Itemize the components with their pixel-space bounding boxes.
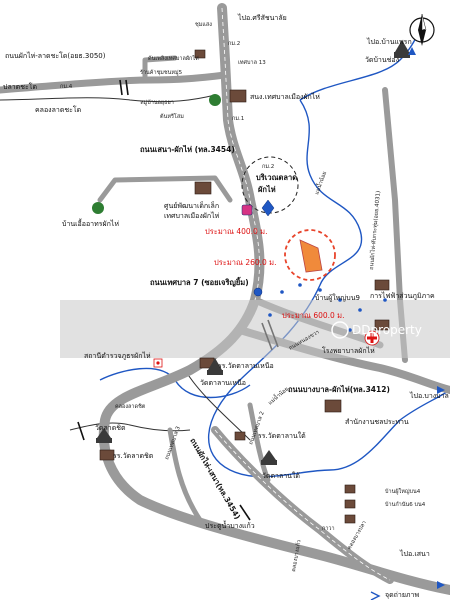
label-wat-lan: วัดตาลานเหนือ [200, 379, 246, 387]
label-thanon-sena: ถนนเสนา-ผักไห่ (ทล.3454) [140, 144, 235, 154]
label-shop-5: ร้านค้าชุมชนหมู่5 [140, 69, 183, 76]
label-thanon-tessaban-7: ถนนเทศบาล 7 (ซอยเจริญยิ้ม) [150, 276, 249, 287]
label-thanon-bang-ban: ถนนบางบาล-ผักไห่(ทล.3412) [288, 384, 390, 394]
route-shields [241, 199, 275, 297]
compass-north-icon: N [409, 13, 435, 46]
label-rice-field: ต้นหรีโสม [160, 112, 184, 120]
label-nursery-2: เทศบาลเมืองผักไห่ [164, 211, 220, 220]
label-market-area-2: ผักไห่ [258, 184, 276, 194]
label-village-1: หมู่บ้านอยุธยา [140, 99, 174, 106]
label-office: สนง.เทศบาลเมืองผักไห่ [250, 92, 320, 101]
label-thanon-lat-krabang: ถนนผักไห่-ลาดชะโด(อยธ.3050) [5, 51, 106, 60]
label-wat-lat-chit: วัดลาดชิต [95, 424, 126, 432]
label-chum-saeng: ชุมแสง [195, 21, 212, 28]
label-water-gate: ประตูน้ำบางแก้ว [205, 519, 255, 530]
label-plaat-chado: ปลาดชะโด [3, 82, 37, 91]
label-water-dept: ด้นเพลิงเทศบาลผักไห่ [148, 55, 199, 62]
label-km2: กม.2 [228, 41, 240, 47]
label-to-bang-ban: ไปอ.บ้านแพรก [366, 37, 412, 46]
label-wat-lat-chit-school: รร.วัดลาดชิต [113, 452, 154, 460]
label-km2b: กม.2 [262, 164, 274, 170]
label-distance-600: ประมาณ 600.0 ม. [282, 311, 345, 320]
direction-arrows [408, 47, 445, 589]
red-cross-icon [364, 330, 380, 346]
label-tessaban-13: เทศบาล 13 [238, 59, 266, 66]
label-ka-wa: กาวา [322, 526, 335, 532]
label-house-left: บ้านเอื้ออาทรผักไห่ [62, 217, 119, 228]
road-centerlines [214, 7, 391, 581]
label-km1: กม.1 [232, 116, 244, 122]
police-icon [153, 358, 163, 368]
watermark-text: DDproperty [352, 323, 422, 337]
target-area [284, 229, 336, 281]
building-icon [99, 49, 390, 524]
label-to-sena: ไปอ.เสนา [399, 549, 430, 558]
label-electric: การไฟฟ้าส่วนภูมิภาค [370, 291, 435, 300]
label-police: สถานีตำรวจภูธรผักไห่ [84, 351, 151, 360]
watermark: DDproperty [331, 321, 422, 339]
label-irrigation: สำนักงานชลประทาน [345, 418, 409, 426]
label-to-si-satchanalai: ไปอ.ศรีสัชนาลัย [237, 13, 287, 22]
label-wat-lan-school: รร.วัดตาลานเหนือ [218, 362, 274, 370]
label-market-area-1: บริเวณตลาด [256, 173, 297, 182]
label-hospital: โรงพยาบาลผักไห่ [322, 346, 375, 355]
label-wat-lan-tai-school: รร.วัดตาลานใต้ [258, 431, 306, 440]
label-ban-phai-yai-4: บ้านผู้ใหญ่บน4 [385, 488, 421, 495]
temple-icon [96, 40, 410, 465]
label-ban-phai-yai: บ้านผู้ใหญ่บน9 [315, 293, 360, 302]
label-distance-400: ประมาณ 400.0 ม. [205, 227, 268, 236]
label-khlong-lat-chado: คลองลาดชะโด [35, 105, 81, 114]
label-to-bang-ban-2: ไปอ.บางบาล [409, 391, 449, 400]
camera-arrow-icon [370, 591, 381, 600]
label-nursery-1: ศูนย์พัฒนาเด็กเล็ก [164, 201, 219, 210]
label-wat-ban-chuang: วัดบ้านช่อง [365, 56, 399, 64]
north-letter: N [420, 28, 426, 36]
label-ban-kamnan: บ้านกำนัน6 บน4 [385, 501, 426, 508]
label-wat-lan-tai: วัดตาลานใต้ [262, 471, 300, 480]
label-km4: กม.4 [60, 84, 73, 90]
photo-markers [268, 283, 387, 332]
label-khlong-lat-chit: คลองลาดชิต [115, 403, 146, 410]
tree-icon [92, 94, 221, 214]
label-distance-260: ประมาณ 260.0 ม. [214, 258, 277, 267]
label-legend-photo: จุดถ่ายภาพ [385, 591, 419, 599]
